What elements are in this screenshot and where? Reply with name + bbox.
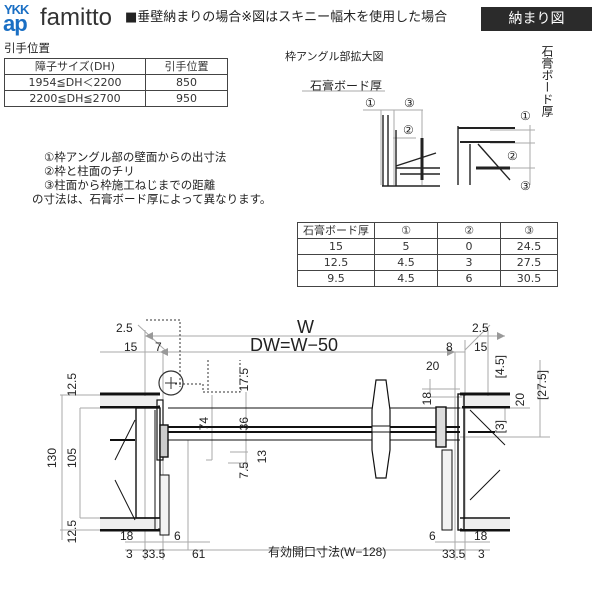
- dim-right-6: 6: [429, 529, 436, 543]
- dim-center-36: 36: [237, 417, 251, 431]
- dim-left-105: 105: [65, 448, 79, 469]
- dim-left-12-5-bot: 12.5: [65, 520, 79, 544]
- table-row: 9.5 4.5 6 30.5: [297, 270, 558, 287]
- effective-opening-label: 有効開口寸法(W−128): [268, 545, 387, 559]
- dim-center-7-5: 7.5: [237, 462, 251, 479]
- dim-right-3b: 3: [478, 547, 485, 561]
- dim-left-18: 18: [120, 529, 134, 543]
- table-cell: 850: [145, 74, 228, 91]
- note-line: の寸法は、石膏ボード厚によって異なります。: [32, 192, 272, 206]
- dim-right-15: 15: [474, 340, 488, 354]
- page-subtitle: ■垂壁納まりの場合※図はスキニー幅木を使用した場合: [125, 10, 448, 25]
- dim-right-18: 18: [474, 529, 488, 543]
- ykk-logo-top: YKK: [4, 2, 29, 17]
- pivot-circle: [158, 370, 184, 396]
- table-header-cell: 引手位置: [145, 58, 228, 75]
- table-cell: 15: [297, 238, 375, 255]
- pull-position-title: 引手位置: [4, 41, 50, 55]
- table-header-row: 障子サイズ(DH) 引手位置: [4, 58, 228, 75]
- dim-left-12-5-top: 12.5: [65, 373, 79, 397]
- detail-marker-3: ③: [404, 96, 415, 110]
- table-cell: 9.5: [297, 270, 375, 287]
- table-row: 2200≦DH≦2700 950: [4, 90, 228, 107]
- table-header-cell: 石膏ボード厚: [297, 222, 375, 239]
- detail-marker-2: ②: [403, 123, 414, 137]
- note-line: ①枠アングル部の壁面からの出寸法: [44, 150, 227, 164]
- table-cell: 24.5: [500, 238, 558, 255]
- table-cell: 2200≦DH≦2700: [4, 90, 146, 107]
- dim-left-6: 6: [174, 529, 181, 543]
- board-thickness-label-vertical: 石膏ボード厚: [540, 45, 554, 117]
- dim-center-13: 13: [255, 450, 269, 464]
- dim-right-4-5: [4.5]: [493, 355, 507, 379]
- dim-left-15: 15: [124, 340, 138, 354]
- board-thickness-table: 石膏ボード厚 ① ② ③ 15 5 0 24.5 12.5 4.5 3 27.5…: [297, 222, 558, 287]
- dim-right-18-side: 18: [420, 392, 434, 406]
- table-cell: 950: [145, 90, 228, 107]
- dim-left-130: 130: [45, 448, 59, 469]
- detail-right-marker-3: ③: [520, 179, 531, 193]
- dim-right-3: [3]: [493, 420, 507, 434]
- dim-left-61: 61: [192, 547, 206, 561]
- notes: ①枠アングル部の壁面からの出寸法 ②枠と柱面のチリ ③柱面から枠施工ねじまでの距…: [32, 150, 271, 206]
- dim-W: W: [297, 317, 314, 337]
- dim-right-2-5: 2.5: [472, 321, 489, 335]
- detail-right-marker-2: ②: [507, 149, 518, 163]
- dim-right-20: 20: [513, 393, 527, 407]
- table-row: 15 5 0 24.5: [297, 238, 558, 255]
- dim-left-3: 3: [126, 547, 133, 561]
- table-header-cell: 障子サイズ(DH): [4, 58, 146, 75]
- dim-right-20-top: 20: [426, 359, 440, 373]
- brand-name: famitto: [40, 4, 113, 31]
- pull-position-table: 障子サイズ(DH) 引手位置 1954≦DH＜2200 850 2200≦DH≦…: [4, 58, 228, 107]
- table-cell: 30.5: [500, 270, 558, 287]
- note-line: ②枠と柱面のチリ: [44, 164, 135, 178]
- ykk-logo-bottom: ap: [3, 11, 28, 36]
- dim-left-33-5: 33.5: [142, 547, 166, 561]
- detail-marker-1: ①: [365, 96, 376, 110]
- dim-right-33-5: 33.5: [442, 547, 466, 561]
- dim-left-7: 7: [155, 340, 162, 354]
- table-header-row: 石膏ボード厚 ① ② ③: [297, 222, 558, 239]
- dim-center-17-5: 17.5: [237, 368, 251, 392]
- board-thickness-label: 石膏ボード厚: [310, 79, 383, 93]
- detail-title: 枠アングル部拡大図: [285, 50, 384, 63]
- dim-right-8: 8: [446, 340, 453, 354]
- table-cell: 4.5: [374, 270, 438, 287]
- table-cell: 12.5: [297, 254, 375, 271]
- note-line: ③柱面から枠施工ねじまでの距離: [44, 178, 216, 192]
- dim-right-27-5: [27.5]: [535, 370, 549, 401]
- dim-DW: DW=W−50: [250, 335, 339, 355]
- dim-left-2-5: 2.5: [116, 321, 133, 335]
- dim-center-74: 74: [197, 417, 211, 431]
- section-badge: 納まり図: [481, 7, 592, 31]
- detail-right-marker-1: ①: [520, 109, 531, 123]
